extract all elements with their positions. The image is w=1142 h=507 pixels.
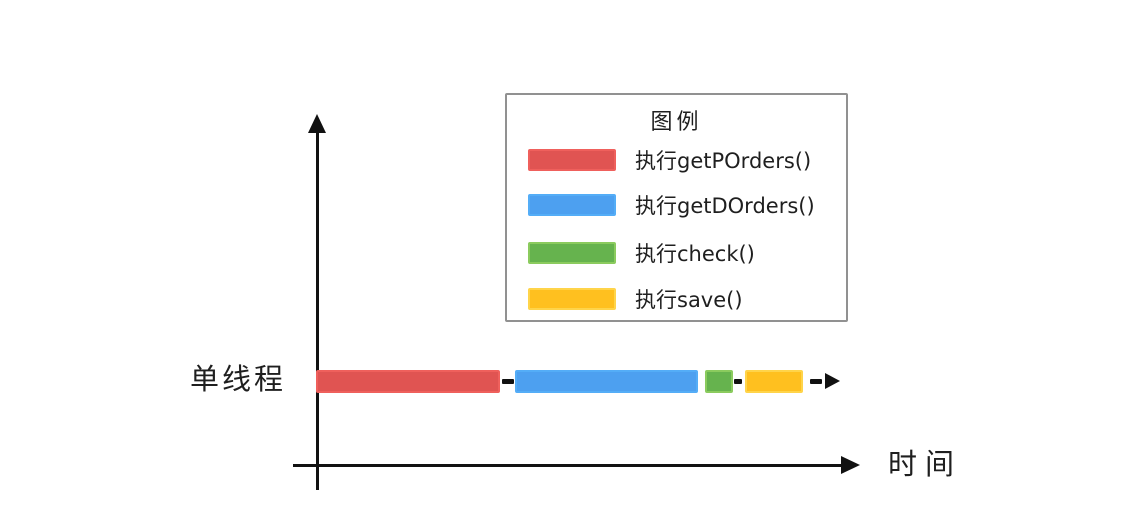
x-axis-line <box>293 464 845 467</box>
legend-item-getporders: 执行getPOrders() <box>528 149 811 173</box>
timeline-bar-save <box>745 370 803 393</box>
legend-item-save: 执行save() <box>528 288 743 312</box>
x-axis-label: 时间 <box>888 447 963 481</box>
legend-swatch-blue <box>528 194 616 216</box>
legend-swatch-yellow <box>528 288 616 310</box>
legend-item-label: 执行save() <box>635 288 743 312</box>
thread-row-label: 单线程 <box>190 362 287 396</box>
y-axis-arrow-icon <box>308 114 326 133</box>
timeline-bar-check <box>705 370 733 393</box>
legend-item-label: 执行getDOrders() <box>635 194 815 218</box>
legend-item-check: 执行check() <box>528 242 755 266</box>
legend-swatch-green <box>528 242 616 264</box>
legend-swatch-red <box>528 149 616 171</box>
legend-item-label: 执行getPOrders() <box>635 149 812 173</box>
legend-box: 图例 执行getPOrders() 执行getDOrders() 执行check… <box>505 93 848 322</box>
timeline-bar-getdorders <box>515 370 698 393</box>
timeline-connector-dash <box>502 379 514 384</box>
y-axis-line <box>316 130 319 490</box>
timeline-end-dash <box>810 379 822 384</box>
timeline-end-arrow-icon <box>825 373 840 389</box>
timeline-bar-getporders <box>316 370 500 393</box>
x-axis-arrow-icon <box>841 456 860 474</box>
legend-item-label: 执行check() <box>635 242 755 266</box>
legend-item-getdorders: 执行getDOrders() <box>528 194 815 218</box>
legend-title: 图例 <box>650 110 703 135</box>
timeline-connector-dash <box>734 379 742 384</box>
